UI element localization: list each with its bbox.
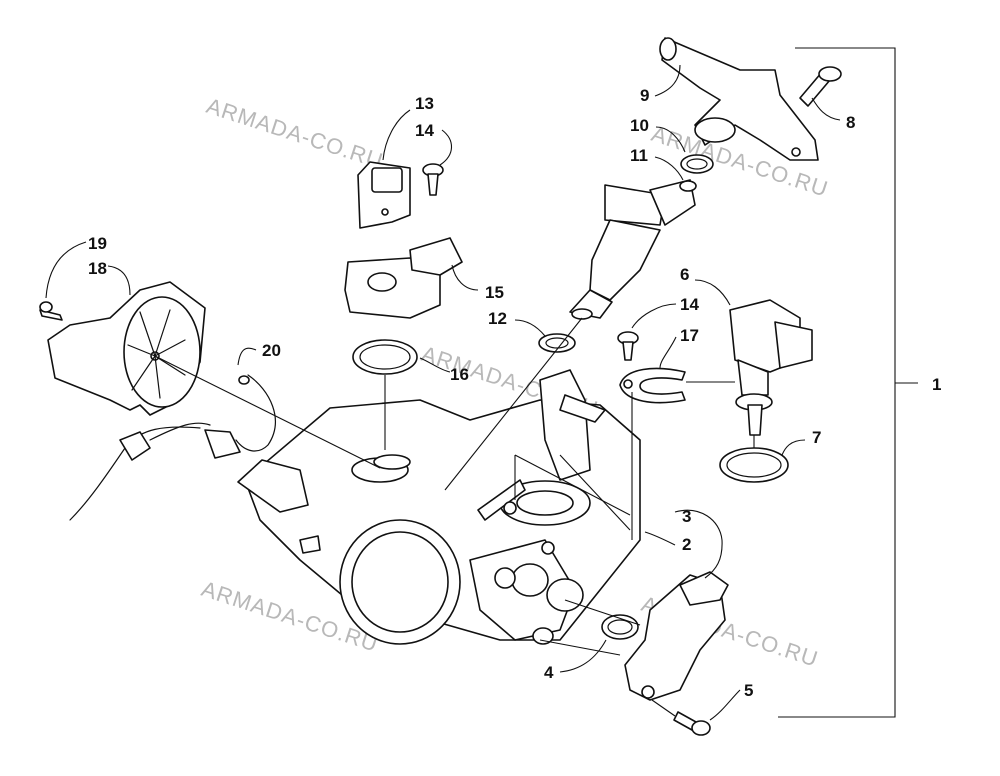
callout-14-upper: 14 — [415, 121, 434, 140]
watermark-1: ARMADA-CO.RU — [203, 93, 386, 174]
callout-8: 8 — [846, 113, 855, 132]
o-ring-12-inner — [545, 337, 569, 349]
throttle-body — [237, 369, 641, 645]
callout-9: 9 — [640, 86, 649, 105]
retaining-clip-17 — [619, 367, 686, 404]
callout-leaders — [45, 64, 841, 721]
o-ring-16 — [352, 339, 418, 375]
callout-7: 7 — [812, 428, 821, 447]
screw-14-upper — [422, 163, 444, 196]
screw-5 — [673, 711, 711, 736]
sensor-6 — [729, 299, 813, 436]
callout-15: 15 — [485, 283, 504, 302]
throttle-cover — [39, 281, 206, 416]
assembly-lines — [154, 317, 755, 717]
callout-14-lower: 14 — [680, 295, 699, 314]
fuel-injector — [569, 179, 697, 320]
o-ring-16-inner — [359, 344, 411, 370]
callout-13: 13 — [415, 94, 434, 113]
throttle-position-sensor — [624, 571, 729, 701]
o-ring-10 — [680, 154, 714, 174]
retaining-clip-hole — [623, 379, 633, 389]
callout-11: 11 — [630, 146, 648, 165]
callout-17: 17 — [680, 326, 699, 345]
o-ring-7-inner — [726, 452, 782, 478]
callout-20: 20 — [262, 341, 281, 360]
callout-18: 18 — [88, 259, 107, 278]
throttle-cable — [69, 374, 276, 521]
callout-1: 1 — [932, 375, 941, 394]
callout-19: 19 — [88, 234, 107, 253]
fuel-rail — [659, 37, 819, 161]
callout-numbers: 1 2 3 4 5 6 7 8 9 10 11 12 13 14 14 15 1… — [88, 86, 941, 700]
screw-8 — [799, 66, 842, 107]
callout-10: 10 — [630, 116, 649, 135]
callout-5: 5 — [744, 681, 753, 700]
clip-bracket — [357, 161, 411, 229]
callout-6: 6 — [680, 265, 689, 284]
screw-14-lower — [617, 331, 639, 361]
callout-4: 4 — [544, 663, 554, 682]
o-ring-10-inner — [686, 158, 708, 170]
map-sensor — [344, 237, 463, 319]
o-ring-4-inner — [607, 619, 633, 635]
callout-2: 2 — [682, 535, 691, 554]
callout-12: 12 — [488, 309, 507, 328]
callout-16: 16 — [450, 365, 469, 384]
callout-3: 3 — [682, 507, 691, 526]
